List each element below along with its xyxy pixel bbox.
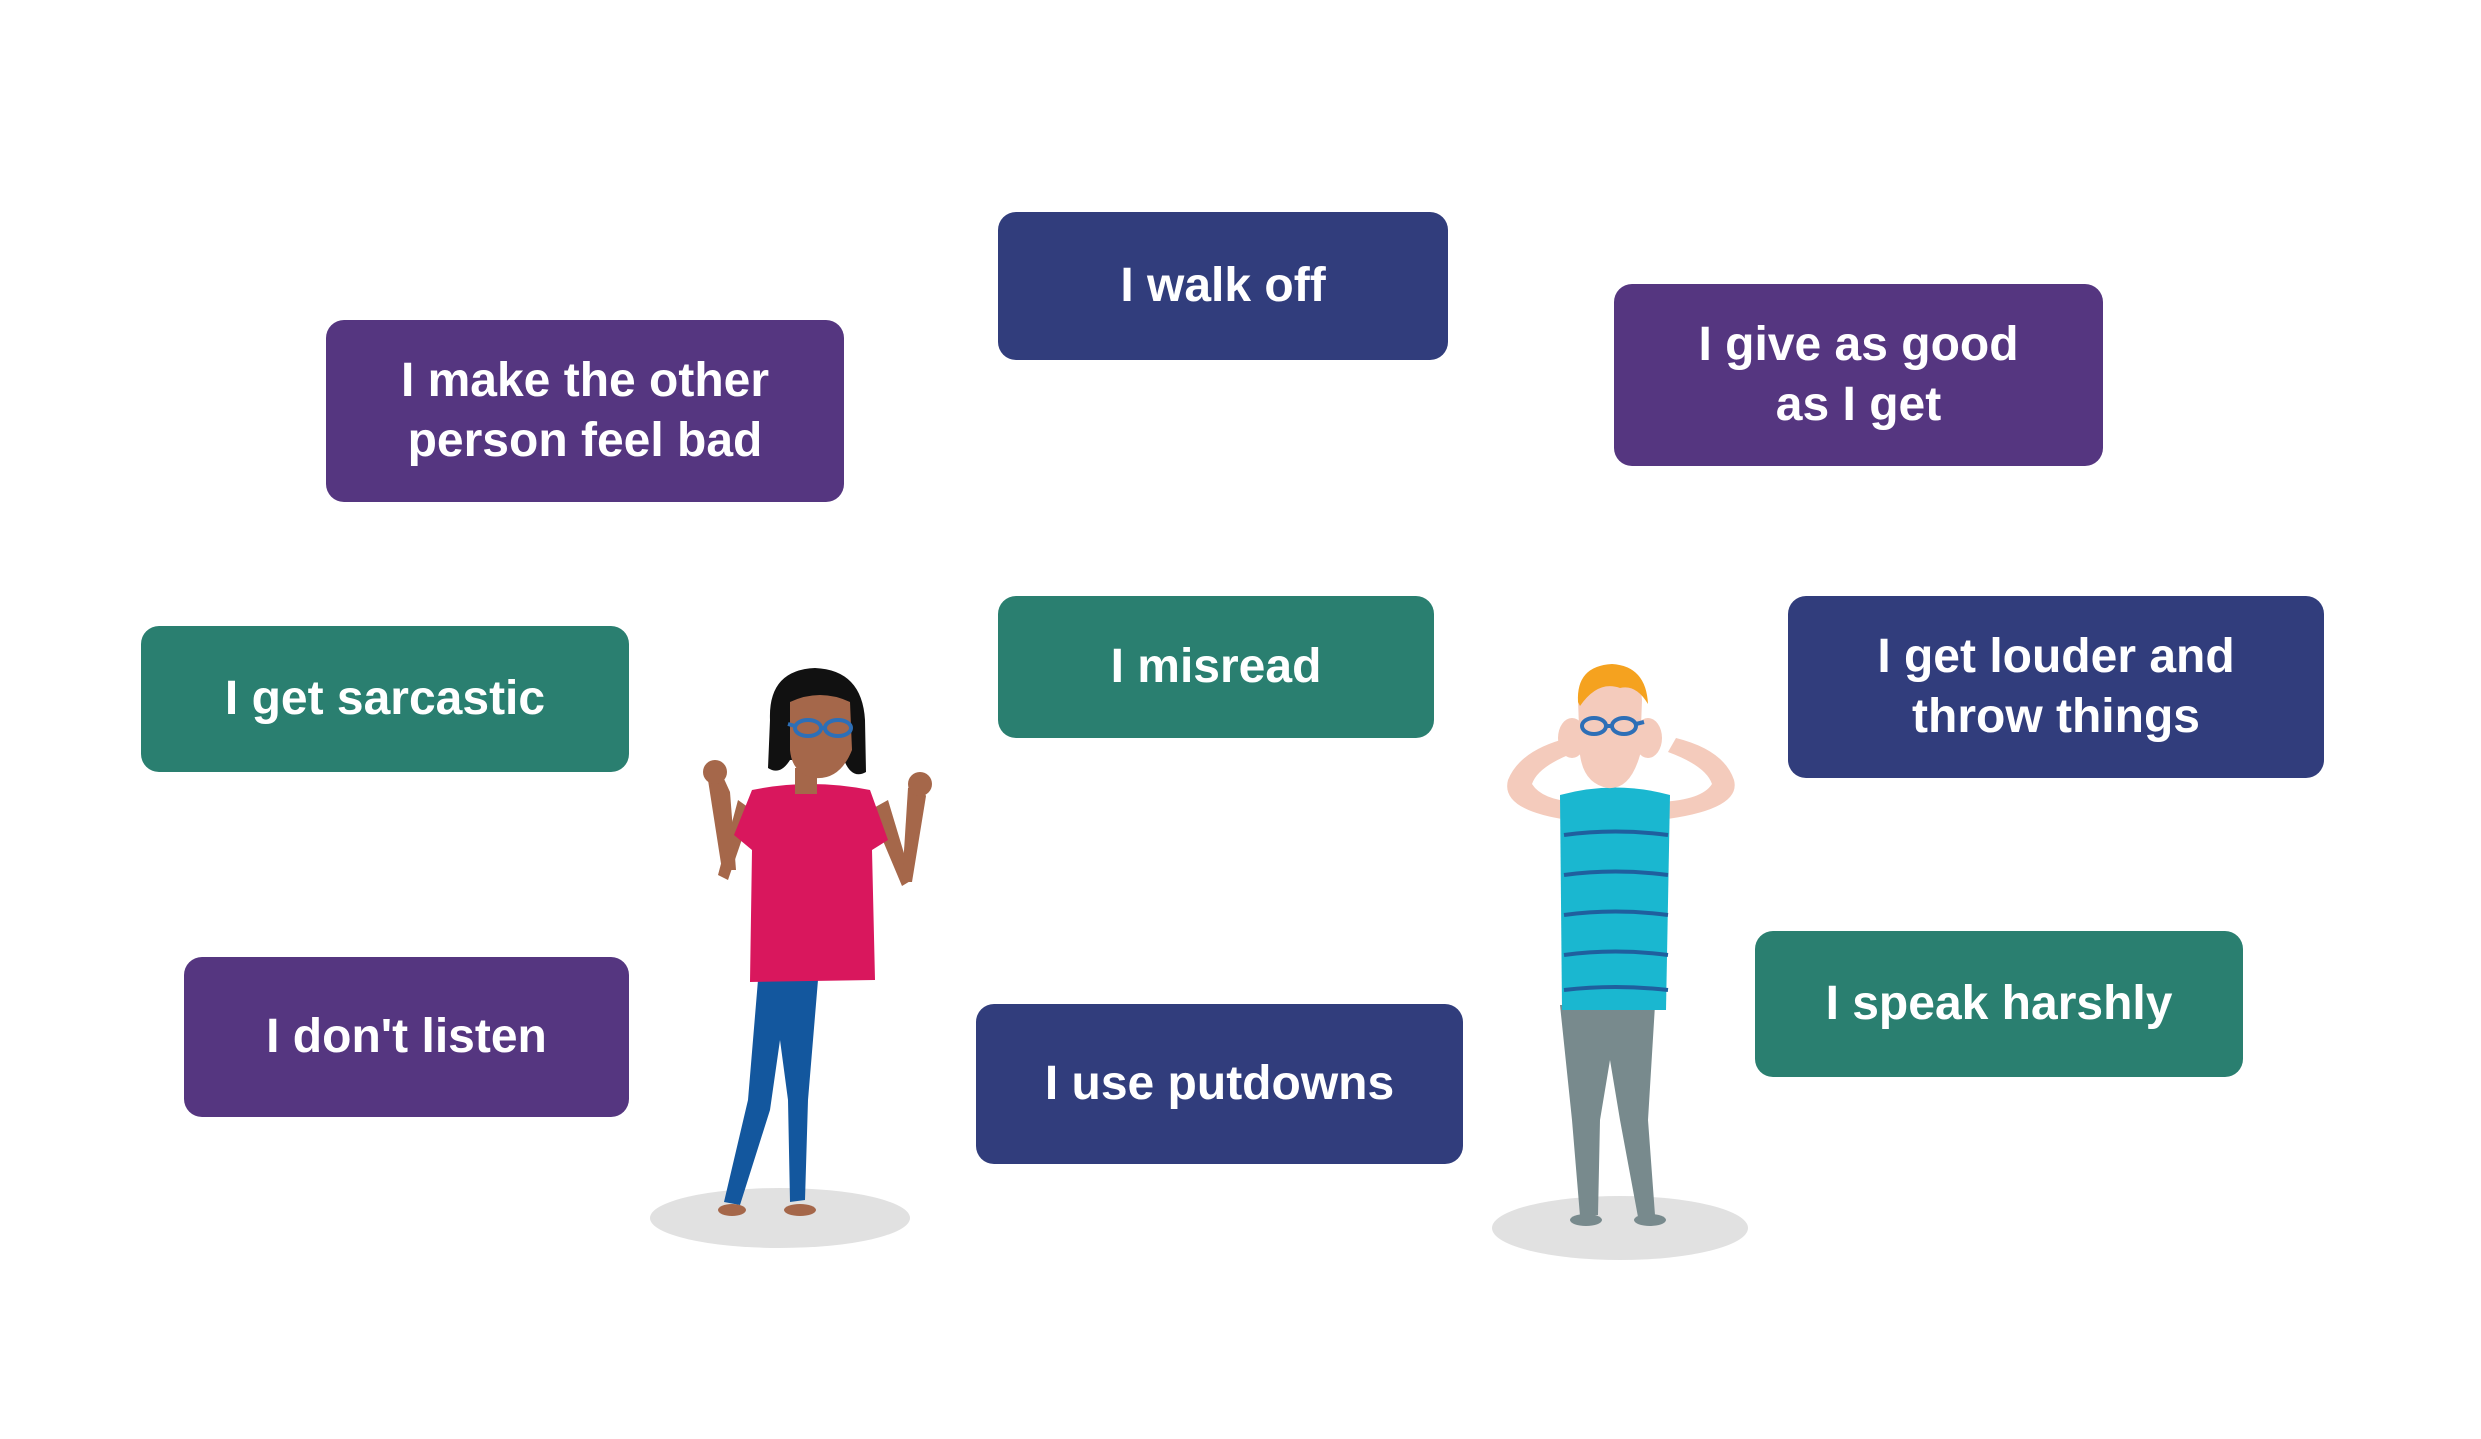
woman-face [790, 695, 852, 779]
card-get-sarcastic-label: I get sarcastic [224, 672, 546, 725]
card-use-putdowns: I use putdowns [976, 1004, 1463, 1164]
card-give-as-good-label: I give as good as I get [1698, 318, 2019, 431]
man-arm-right [1660, 738, 1735, 820]
man-pants [1560, 1005, 1655, 1217]
card-walk-off: I walk off [998, 212, 1448, 360]
woman-forearm-left [708, 770, 736, 870]
card-misread-label: I misread [1110, 640, 1322, 693]
woman-foot-right [784, 1204, 816, 1216]
woman-fist-left [703, 760, 727, 784]
man-shirt-stripes [1563, 829, 1669, 992]
man-face [1578, 670, 1642, 789]
card-louder-throw-things: I get louder and throw things [1788, 596, 2324, 778]
man-hand-left [1558, 718, 1586, 758]
card-speak-harshly: I speak harshly [1755, 931, 2243, 1077]
man-glasses-icon [1580, 716, 1645, 736]
man-shadow [1492, 1196, 1748, 1260]
man-illustration [1492, 664, 1748, 1260]
woman-glasses-icon [787, 718, 853, 738]
woman-foot-left [718, 1204, 746, 1216]
card-dont-listen: I don't listen [184, 957, 629, 1117]
card-make-other-feel-bad-label: I make the other person feel bad [400, 354, 770, 467]
card-dont-listen-label: I don't listen [266, 1010, 547, 1063]
woman-shadow [650, 1188, 910, 1248]
card-get-sarcastic: I get sarcastic [141, 626, 629, 772]
card-walk-off-label: I walk off [1120, 259, 1326, 312]
card-misread: I misread [998, 596, 1434, 738]
woman-fist-right [908, 772, 932, 796]
card-make-other-feel-bad: I make the other person feel bad [326, 320, 844, 502]
woman-forearm-right [902, 782, 926, 882]
man-arm-left [1507, 738, 1576, 820]
man-foot-right [1634, 1214, 1666, 1226]
woman-pants [724, 980, 818, 1205]
man-hair [1577, 664, 1648, 706]
card-speak-harshly-label: I speak harshly [1825, 977, 2173, 1030]
card-louder-throw-things-label: I get louder and throw things [1877, 630, 2235, 743]
card-give-as-good: I give as good as I get [1614, 284, 2103, 466]
man-foot-left [1570, 1214, 1602, 1226]
man-hand-right [1634, 718, 1662, 758]
card-use-putdowns-label: I use putdowns [1044, 1057, 1395, 1110]
woman-shirt [734, 784, 888, 982]
woman-illustration [650, 668, 932, 1248]
man-shirt [1560, 787, 1670, 1010]
